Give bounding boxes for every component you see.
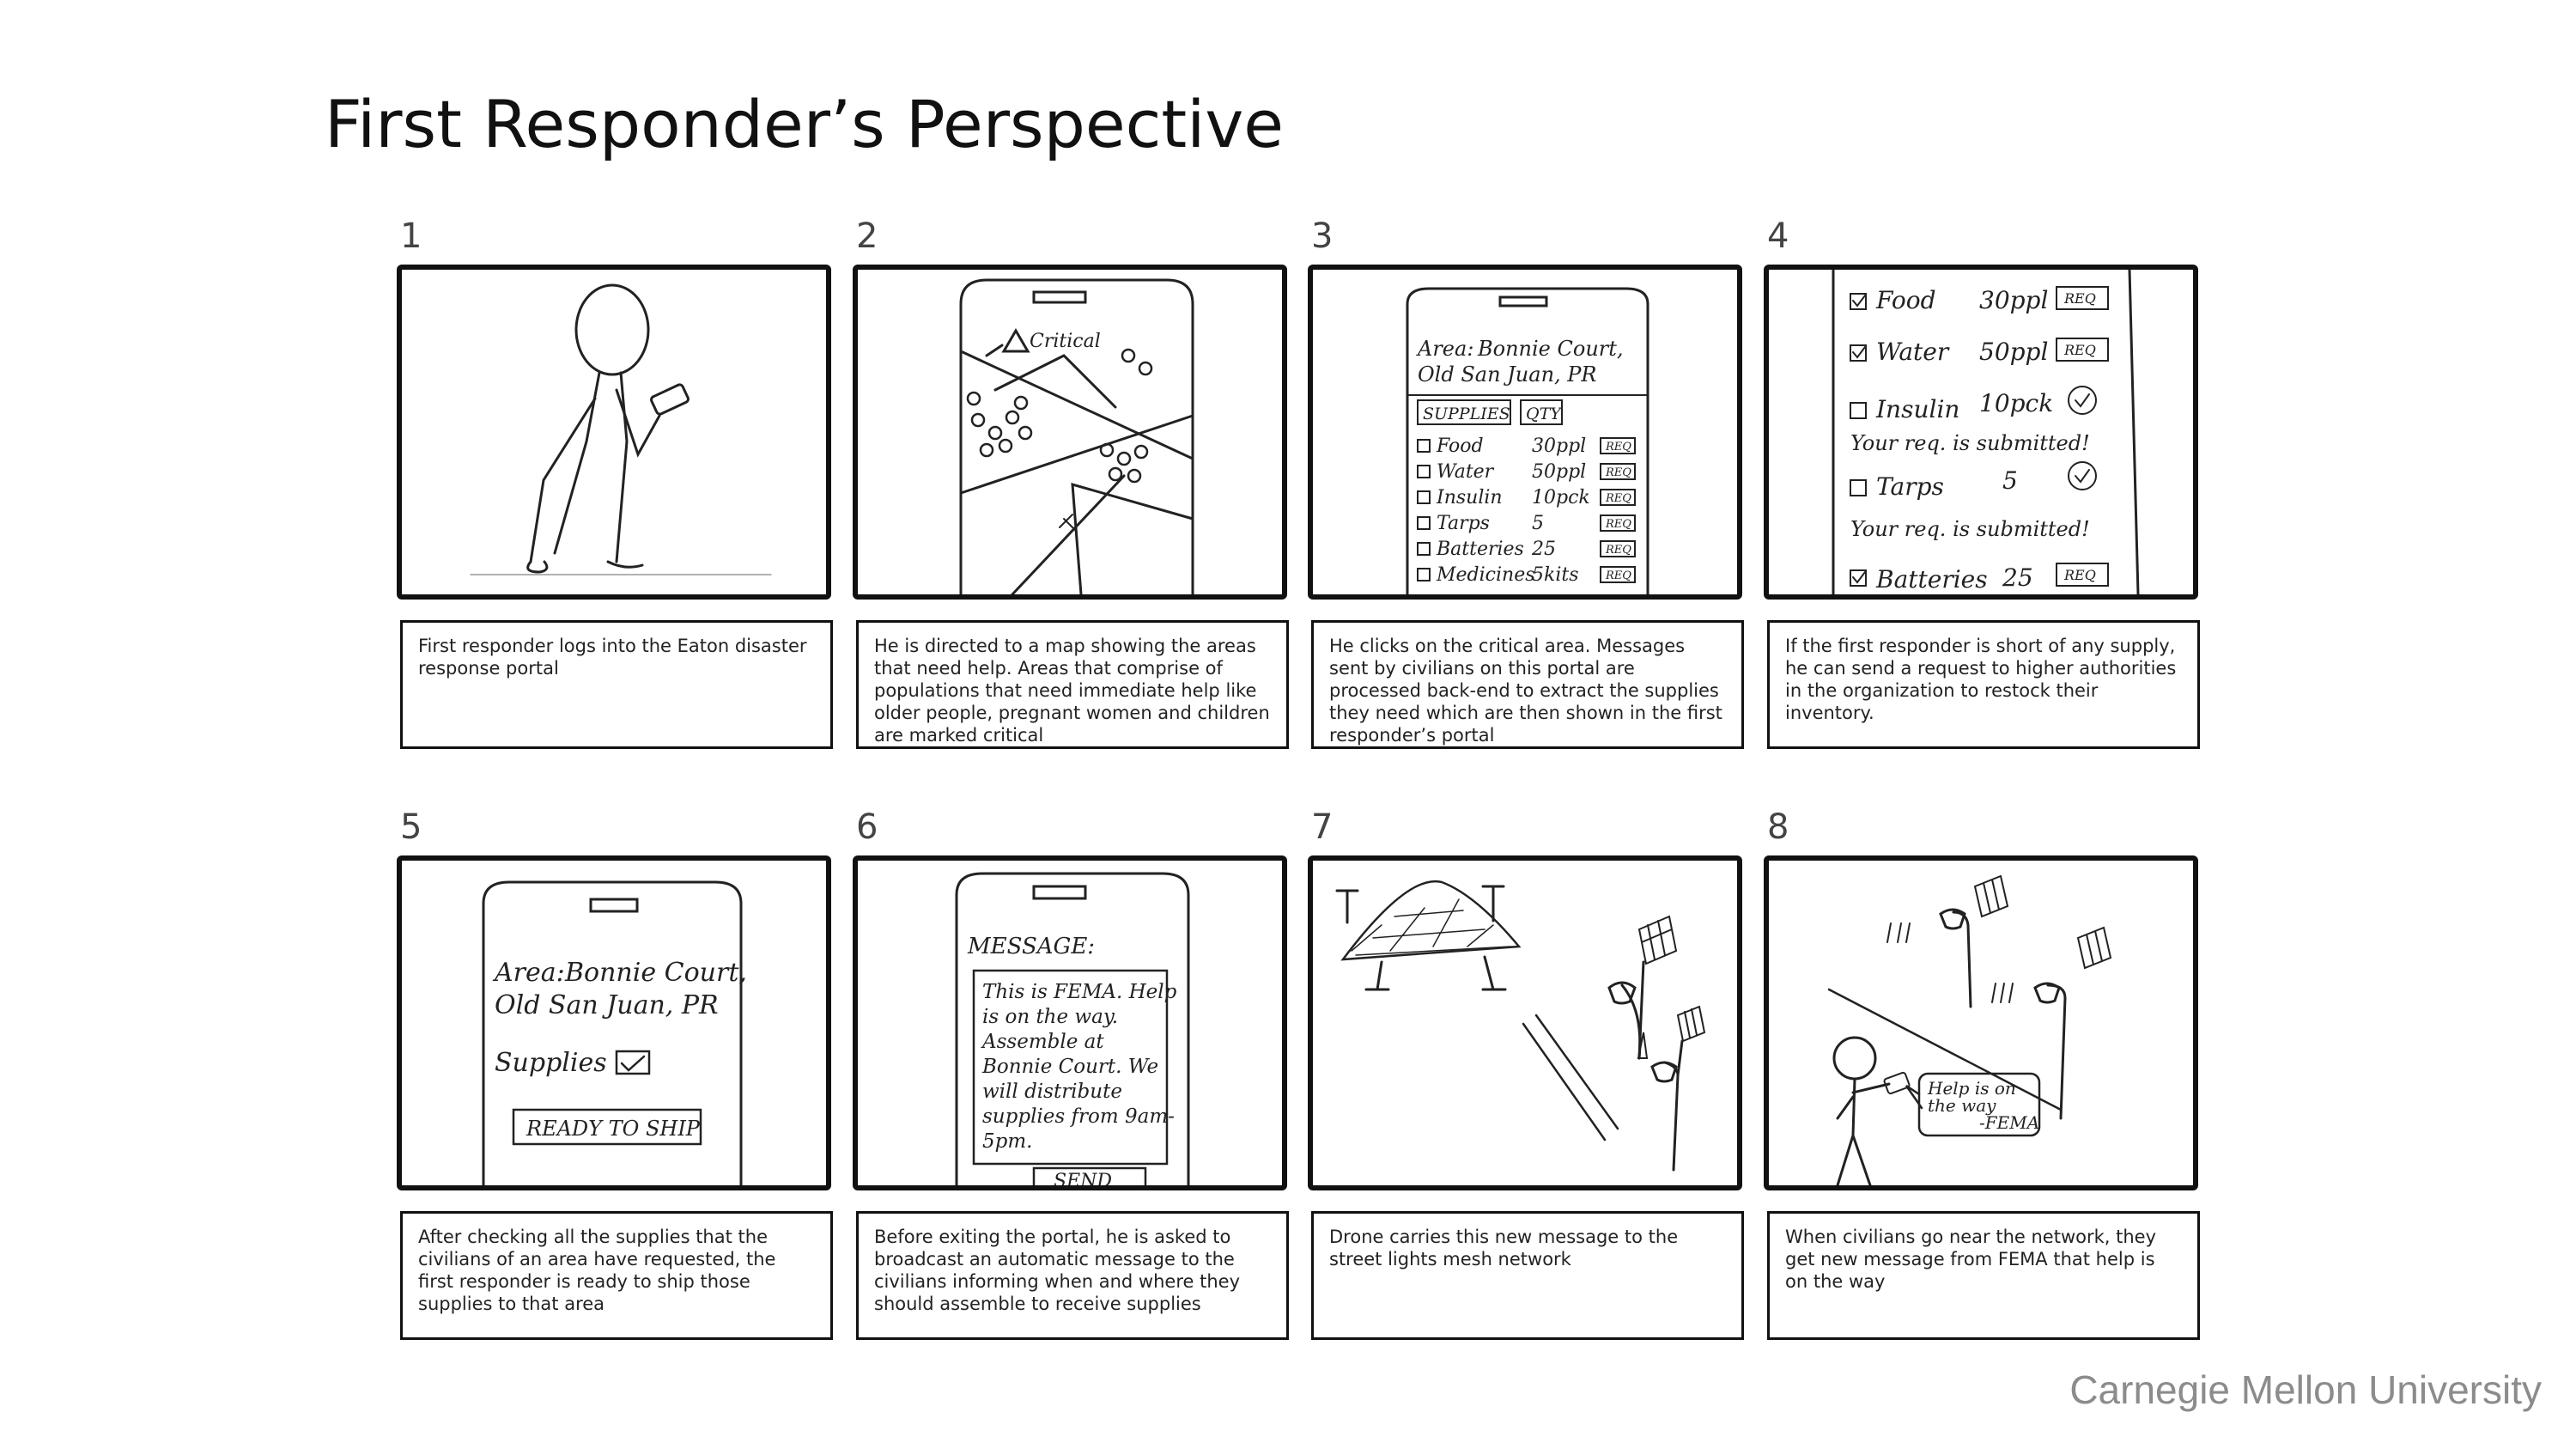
panel-number: 5 xyxy=(400,807,422,847)
request-item-qty: 50ppl xyxy=(1979,338,2048,366)
send-button: SEND xyxy=(1054,1171,1112,1185)
page-title: First Responder’s Perspective xyxy=(325,86,1285,162)
request-item-qty: 5 xyxy=(2002,466,2018,495)
critical-map-label: Critical xyxy=(1030,331,1101,352)
supply-item-name: Tarps xyxy=(1437,513,1490,534)
panel-sketch-frame: Help is on the way -FEMA xyxy=(1764,855,2198,1190)
message-line: will distribute xyxy=(982,1081,1122,1103)
ready-to-ship-button: READY TO SHIP xyxy=(526,1117,701,1141)
responder-with-phone-sketch xyxy=(470,283,772,575)
panel-number: 3 xyxy=(1311,216,1334,256)
request-item-name: Insulin xyxy=(1875,395,1959,423)
supplies-label: Supplies xyxy=(495,1048,607,1078)
req-button: REQ xyxy=(2063,290,2096,307)
request-submitted-sketch: Food 30ppl Water 50ppl Insulin 10pck Tar… xyxy=(1832,270,2140,594)
area-value-line-1: Bonnie Court, xyxy=(1477,337,1624,361)
panel-caption: If the first responder is short of any s… xyxy=(1767,620,2200,749)
area-label: Area: xyxy=(492,958,565,988)
area-value-line-1: Bonnie Court, xyxy=(564,958,747,988)
location-pins xyxy=(966,348,1153,484)
qty-column-header: QTY xyxy=(1526,405,1563,423)
ready-to-ship-phone-sketch: Area: Bonnie Court, Old San Juan, PR Sup… xyxy=(482,880,747,1185)
request-item-name: Batteries xyxy=(1875,565,1988,594)
streetlight-sketch xyxy=(1607,915,1678,1060)
supply-item-qty: 30ppl xyxy=(1532,435,1586,457)
area-value-line-2: Old San Juan, PR xyxy=(1418,362,1597,387)
panel-number: 7 xyxy=(1311,807,1334,847)
panel-sketch-frame: Area: Bonnie Court, Old San Juan, PR SUP… xyxy=(1308,265,1742,600)
bubble-text-line-2: the way xyxy=(1928,1095,1996,1116)
supply-item-qty: 50ppl xyxy=(1532,461,1586,483)
supply-item-qty: 5kits xyxy=(1532,564,1579,586)
message-line: supplies from 9am- xyxy=(982,1105,1175,1128)
supply-item-name: Medicines xyxy=(1436,564,1535,586)
civilian-receives-message-sketch: Help is on the way -FEMA xyxy=(1827,874,2112,1185)
panel-caption: First responder logs into the Eaton disa… xyxy=(400,620,833,749)
panel-caption: After checking all the supplies that the… xyxy=(400,1211,833,1340)
panel-caption: Drone carries this new message to the st… xyxy=(1311,1211,1744,1340)
message-line: 5pm. xyxy=(982,1130,1032,1153)
request-item-qty: 10pck xyxy=(1979,389,2053,417)
panel-sketch-frame xyxy=(397,265,831,600)
req-button: REQ xyxy=(2063,342,2096,358)
request-item-name: Tarps xyxy=(1876,472,1944,501)
panel-caption: He clicks on the critical area. Messages… xyxy=(1311,620,1744,749)
panel-number: 1 xyxy=(400,216,422,256)
supplies-column-header: SUPPLIES xyxy=(1423,405,1510,423)
drone-to-streetlights-sketch xyxy=(1335,880,1706,1172)
request-item-name: Food xyxy=(1875,286,1936,314)
supply-item-qty: 5 xyxy=(1532,513,1544,534)
request-item-qty: 30ppl xyxy=(1979,286,2048,314)
supply-item-name: Batteries xyxy=(1436,539,1524,560)
req-button: REQ xyxy=(1605,441,1631,454)
message-line: This is FEMA. Help xyxy=(982,981,1177,1003)
message-line: Assemble at xyxy=(981,1031,1104,1053)
critical-map-phone-sketch: Critical xyxy=(959,278,1194,594)
message-label: MESSAGE: xyxy=(967,934,1095,959)
req-button: REQ xyxy=(1605,518,1631,531)
area-value-line-2: Old San Juan, PR xyxy=(495,990,719,1020)
panel-sketch-frame: Food 30ppl Water 50ppl Insulin 10pck Tar… xyxy=(1764,265,2198,600)
message-line: is on the way. xyxy=(982,1006,1118,1028)
supply-item-name: Insulin xyxy=(1436,487,1503,508)
request-item-qty: 25 xyxy=(2002,563,2033,592)
request-item-name: Water xyxy=(1876,338,1950,366)
streetlight-sketch xyxy=(1886,874,2009,1008)
panel-sketch-frame: Area: Bonnie Court, Old San Juan, PR Sup… xyxy=(397,855,831,1190)
submitted-message: Your req. is submitted! xyxy=(1850,431,2090,455)
submitted-message: Your req. is submitted! xyxy=(1850,517,2090,541)
req-button: REQ xyxy=(1605,492,1631,505)
panel-number: 8 xyxy=(1767,807,1789,847)
bubble-signature: -FEMA xyxy=(1979,1112,2039,1133)
supply-item-qty: 10pck xyxy=(1532,487,1590,508)
bubble-text-line-1: Help is on xyxy=(1927,1078,2016,1099)
area-label: Area: xyxy=(1416,337,1473,361)
panel-sketch-frame: Critical xyxy=(853,265,1287,600)
panel-caption: When civilians go near the network, they… xyxy=(1767,1211,2200,1340)
streetlight-sketch xyxy=(1991,926,2112,1120)
streetlight-sketch xyxy=(1650,1005,1706,1172)
broadcast-message-phone-sketch: MESSAGE: This is FEMA. Help is on the wa… xyxy=(955,872,1190,1185)
message-line: Bonnie Court. We xyxy=(981,1056,1158,1078)
panel-number: 6 xyxy=(856,807,878,847)
drone-sketch xyxy=(1335,880,1522,991)
panel-number: 2 xyxy=(856,216,878,256)
supplies-list-phone-sketch: Area: Bonnie Court, Old San Juan, PR SUP… xyxy=(1406,287,1649,594)
panel-sketch-frame xyxy=(1308,855,1742,1190)
supply-item-name: Water xyxy=(1437,461,1495,483)
req-button: REQ xyxy=(1605,466,1631,479)
panel-caption: Before exiting the portal, he is asked t… xyxy=(856,1211,1289,1340)
civilian-figure xyxy=(1832,1036,1911,1185)
supply-item-name: Food xyxy=(1436,435,1484,457)
panel-caption: He is directed to a map showing the area… xyxy=(856,620,1289,749)
req-button: REQ xyxy=(1605,544,1631,557)
req-button: REQ xyxy=(2063,567,2096,583)
supply-item-qty: 25 xyxy=(1531,539,1556,560)
panel-number: 4 xyxy=(1767,216,1789,256)
req-button: REQ xyxy=(1605,569,1631,582)
panel-sketch-frame: MESSAGE: This is FEMA. Help is on the wa… xyxy=(853,855,1287,1190)
university-footer: Carnegie Mellon University xyxy=(2069,1367,2542,1412)
